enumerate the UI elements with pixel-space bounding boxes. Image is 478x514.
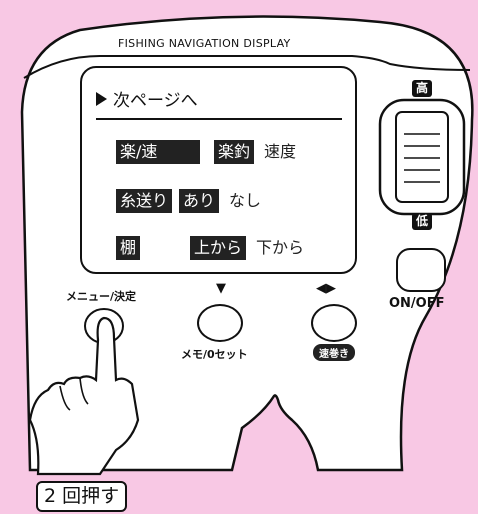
setting-row-line-feed[interactable]: 糸送り あり なし	[116, 189, 261, 213]
memo-button-label: メモ/0セット	[181, 348, 248, 361]
zoom-dial-icon	[378, 98, 466, 216]
memo-button[interactable]	[197, 304, 243, 342]
setting-option-selected: あり	[179, 189, 220, 213]
setting-option: 速度	[264, 142, 297, 161]
menu-button[interactable]	[85, 309, 123, 345]
fast-reel-label: 速巻き	[313, 344, 355, 361]
device-title: FISHING NAVIGATION DISPLAY	[118, 37, 291, 50]
setting-option-selected: 楽釣	[214, 140, 255, 164]
setting-label: 糸送り	[116, 189, 173, 213]
press-twice-note: 2 回押す	[36, 481, 128, 512]
setting-option: なし	[229, 191, 262, 210]
setting-label: 棚	[116, 236, 141, 260]
power-label: ON/OFF	[389, 296, 445, 311]
setting-row-mode[interactable]: 楽/速 楽釣 速度	[116, 140, 296, 164]
triangle-pointer-icon	[96, 91, 107, 106]
down-arrow-icon: ▼	[216, 281, 226, 296]
pointing-hand-icon	[28, 308, 140, 476]
setting-option-selected: 上から	[190, 236, 247, 260]
power-button[interactable]	[396, 248, 446, 292]
zoom-high-label: 高	[412, 80, 432, 97]
left-right-arrow-icon: ◀▶	[316, 281, 336, 296]
next-page-label: 次ページへ	[113, 91, 198, 111]
setting-label: 楽/速	[116, 140, 200, 164]
screen-divider	[96, 118, 342, 120]
fast-reel-button[interactable]	[311, 304, 357, 342]
setting-option: 下から	[256, 238, 305, 257]
zoom-low-label: 低	[412, 213, 432, 230]
menu-button-label: メニュー/決定	[66, 290, 137, 303]
next-page-item[interactable]: 次ページへ	[96, 86, 198, 111]
setting-row-shelf[interactable]: 棚 上から 下から	[116, 236, 304, 260]
